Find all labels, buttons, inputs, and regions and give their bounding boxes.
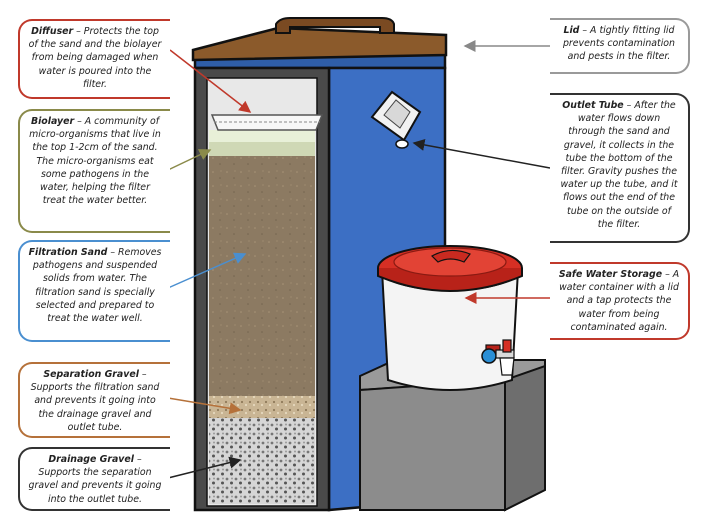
diffuser-text: – Protects the top of the sand and the b… (28, 26, 162, 90)
outlet-tube-title: Outlet Tube (562, 100, 624, 111)
filtration-sand-title: Filtration Sand (28, 247, 108, 258)
biolayer-callout: Biolayer – A community of micro-organism… (18, 109, 170, 233)
storage-bucket (377, 245, 523, 391)
drainage-gravel-text: – Supports the separation gravel and pre… (28, 454, 162, 505)
diffuser-title: Diffuser (31, 26, 74, 37)
drainage-gravel-arrow (167, 456, 242, 479)
lid-callout: Lid – A tightly fitting lid prevents con… (550, 18, 690, 74)
outlet-tube-arrow (412, 138, 551, 169)
diffuser-callout: Diffuser – Protects the top of the sand … (18, 19, 170, 99)
drainage-gravel-callout: Drainage Gravel – Supports the separatio… (18, 447, 170, 511)
lid-text: – A tightly fitting lid prevents contami… (562, 25, 675, 63)
filter-layers (209, 114, 324, 504)
separation-gravel-callout: Separation Gravel – Supports the filtrat… (18, 362, 170, 438)
safe-water-storage-text: – A water container with a lid and a tap… (559, 269, 680, 333)
drainage-gravel-layer (209, 418, 315, 504)
filtration-sand-callout: Filtration Sand – Removes pathogens and … (18, 240, 170, 342)
filtration-sand-layer (209, 156, 315, 396)
filter-lid (191, 17, 448, 62)
separation-gravel-title: Separation Gravel (43, 369, 139, 380)
drainage-gravel-title: Drainage Gravel (48, 454, 134, 465)
filtration-sand-text: – Removes pathogens and suspended solids… (32, 247, 162, 325)
outlet-tube-callout: Outlet Tube – After the water flows down… (550, 93, 690, 243)
filtration-sand-arrow (167, 252, 247, 289)
biolayer-arrow (167, 149, 212, 171)
separation-gravel-text: – Supports the filtration sand and preve… (30, 369, 160, 433)
outlet-nozzle (370, 90, 422, 149)
outlet-tube-text: – After the water flows down through the… (560, 100, 678, 230)
biolayer-text: – A community of micro-organisms that li… (29, 116, 161, 207)
lid-title: Lid (563, 25, 580, 36)
separation-gravel-arrow (167, 397, 242, 415)
biolayer-title: Biolayer (30, 116, 75, 127)
safe-water-storage-title: Safe Water Storage (558, 269, 663, 280)
safe-water-storage-callout: Safe Water Storage – A water container w… (550, 262, 690, 340)
biolayer-layer (209, 130, 315, 142)
biolayer-band (209, 142, 315, 156)
diffuser-arrow (169, 49, 252, 113)
